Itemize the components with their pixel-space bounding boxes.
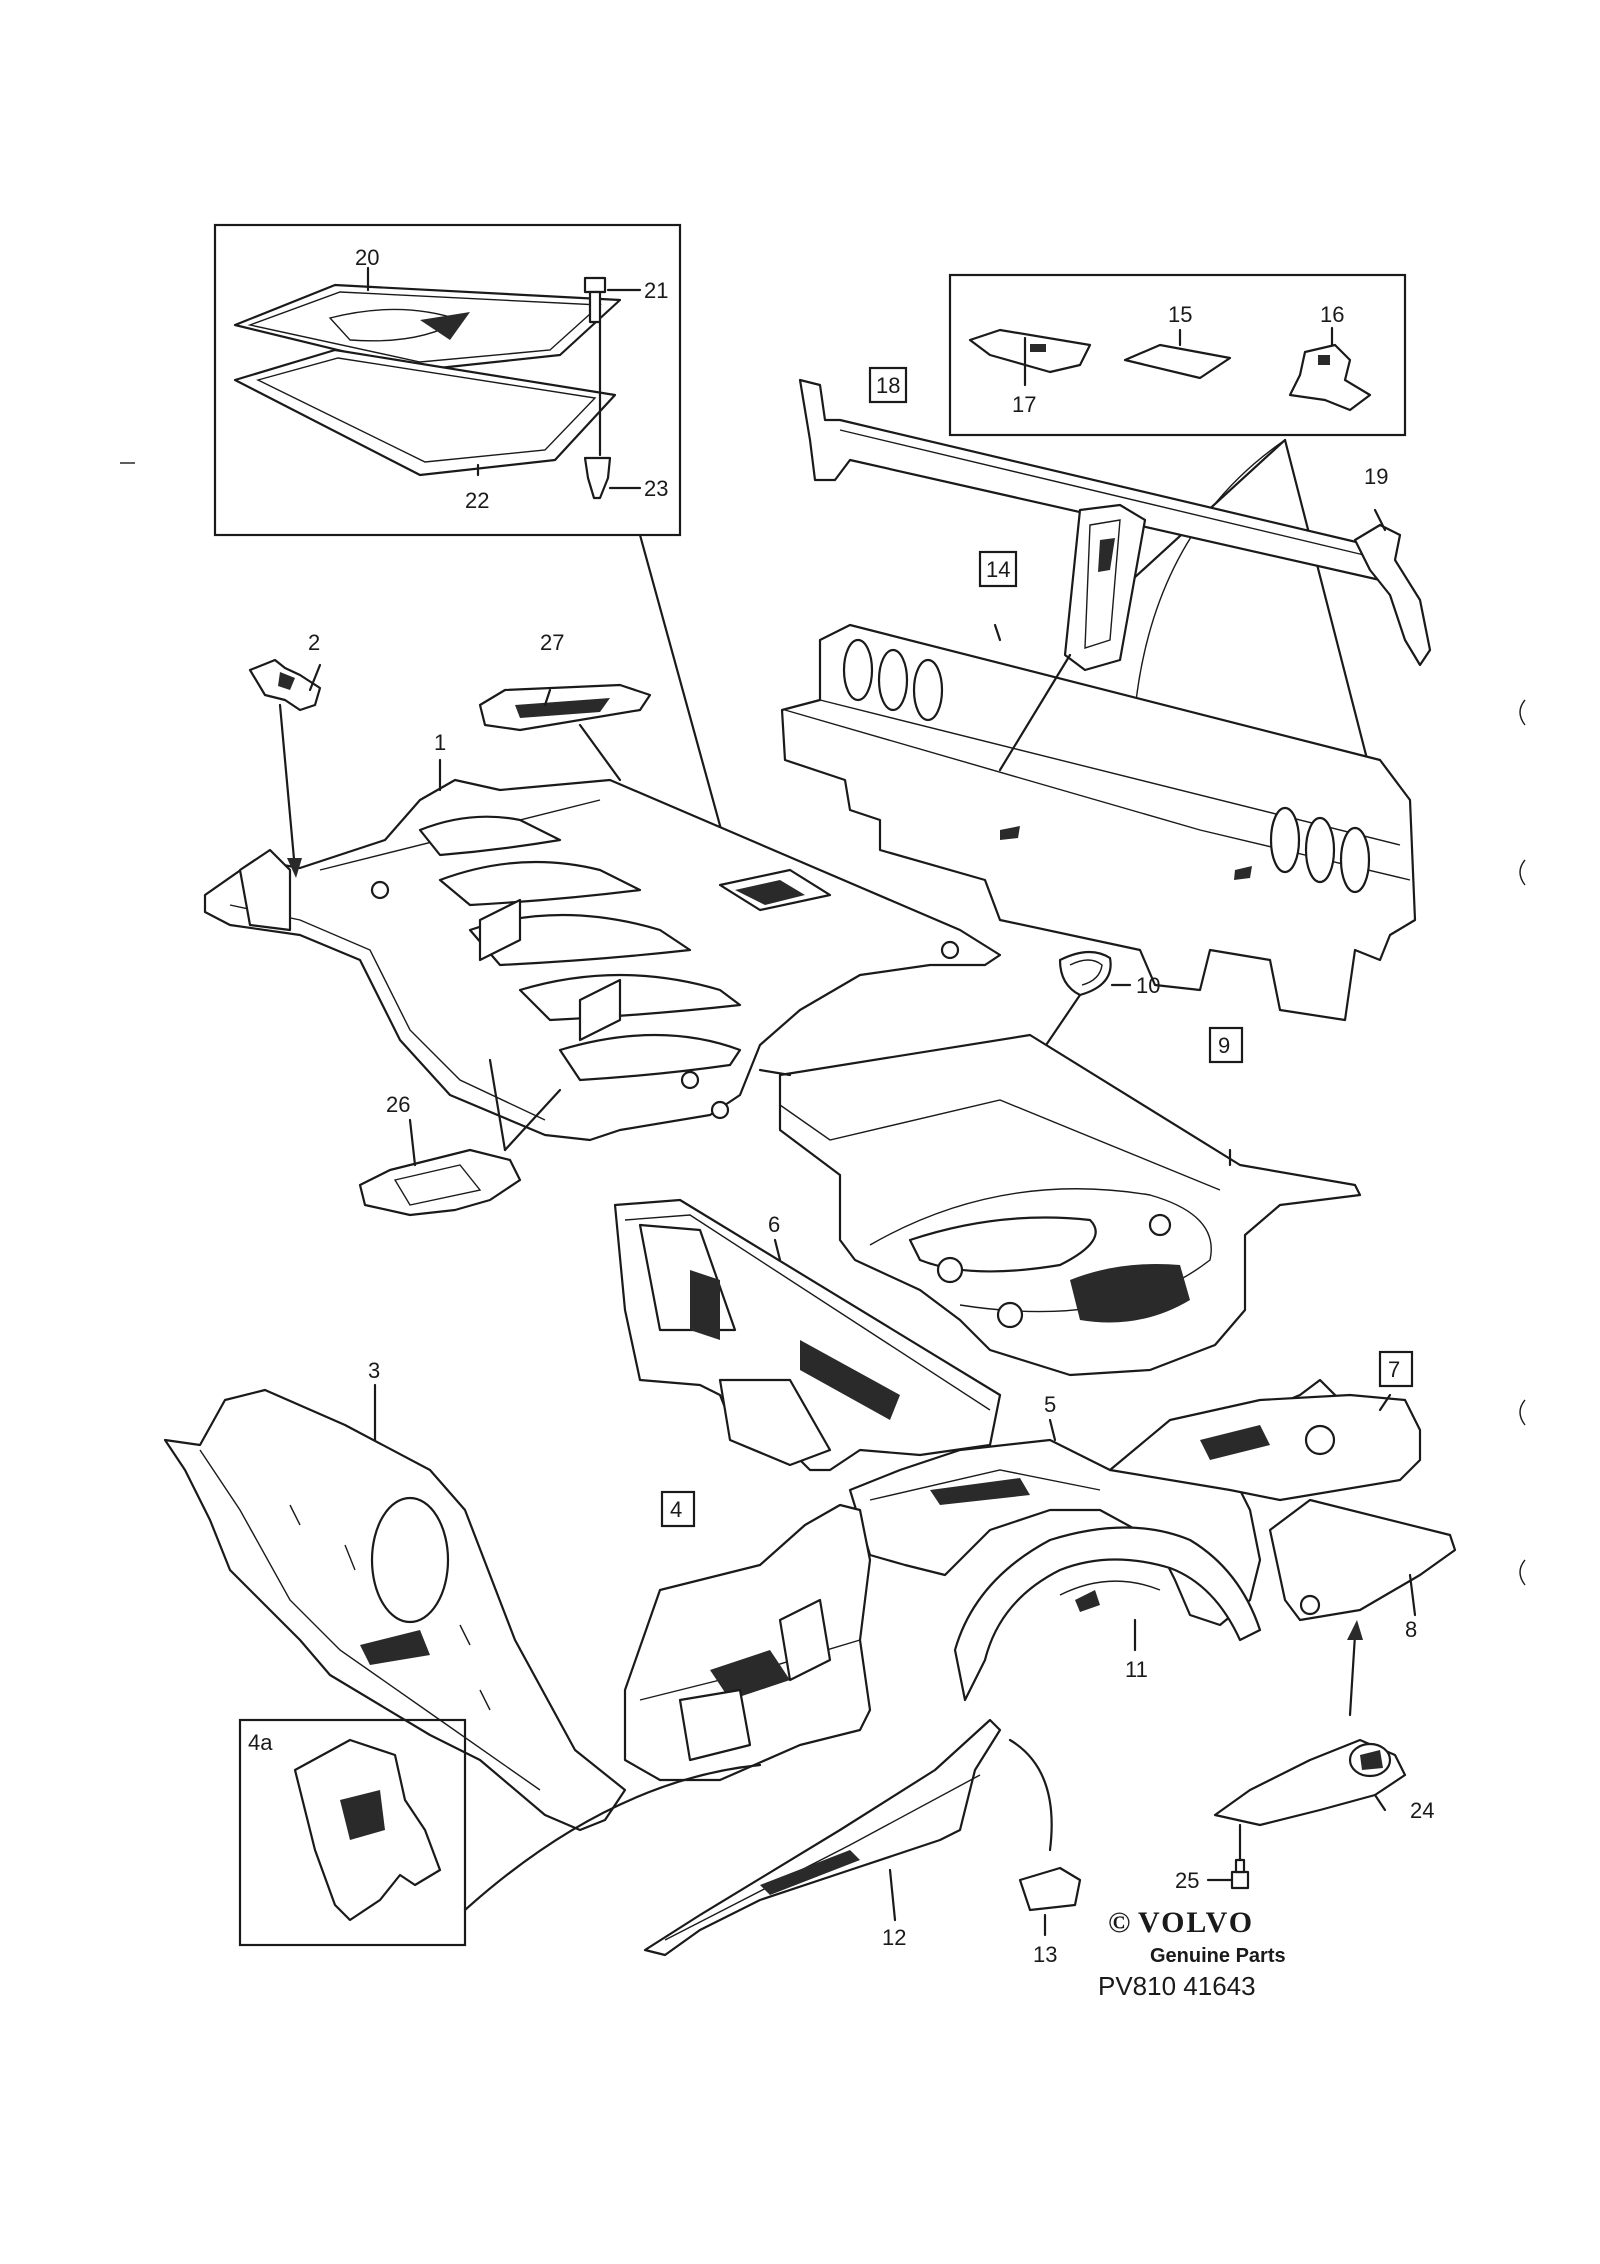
part-14-rear-panel	[780, 623, 1417, 1022]
part-8-panel	[1268, 1498, 1457, 1622]
part-13-cap	[1018, 1866, 1082, 1912]
leader-27	[543, 688, 552, 707]
part-17-bracket	[968, 328, 1092, 374]
arrow-4a	[463, 1763, 762, 1912]
label-22: 22	[465, 488, 489, 513]
leader-2	[308, 663, 322, 692]
label-3: 3	[368, 1358, 380, 1383]
label-9: 9	[1218, 1033, 1230, 1058]
label-10: 10	[1136, 973, 1160, 998]
brand-block: © VOLVO Genuine Parts PV810 41643	[1098, 1906, 1286, 2001]
part-11-wheel-arch	[953, 1526, 1262, 1702]
part-19-end-piece	[1353, 523, 1432, 667]
label-12: 12	[882, 1925, 906, 1950]
arrow-inset-to-floor	[638, 533, 737, 882]
label-4a: 4a	[248, 1730, 273, 1755]
label-13: 13	[1033, 1942, 1057, 1967]
leader-26	[408, 1118, 417, 1167]
arrow-8	[1348, 1633, 1357, 1717]
label-box-14	[978, 550, 1018, 588]
part-10-grommet	[1058, 950, 1112, 997]
leader-6	[773, 1238, 782, 1262]
label-26: 26	[386, 1092, 410, 1117]
label-20: 20	[355, 245, 379, 270]
inset-box-floor-hatch	[213, 223, 682, 537]
label-24: 24	[1410, 1798, 1434, 1823]
inset-box-brackets	[948, 273, 1407, 437]
part-26-bracket	[358, 1148, 522, 1217]
arrow-brackets-b	[1283, 438, 1377, 792]
part-15-plate	[1123, 343, 1232, 380]
arrow-2	[278, 703, 297, 872]
label-15: 15	[1168, 302, 1192, 327]
part-24-bracket	[1213, 1738, 1407, 1827]
label-box-9	[1208, 1026, 1244, 1064]
leader-8	[1408, 1573, 1417, 1617]
part-4a-reinforcement	[293, 1738, 442, 1922]
label-18: 18	[876, 373, 900, 398]
label-box-7	[1378, 1350, 1414, 1388]
label-6: 6	[768, 1212, 780, 1237]
brand-subtitle: Genuine Parts	[1150, 1945, 1286, 1967]
label-2: 2	[308, 630, 320, 655]
part-16-clip	[1288, 343, 1372, 412]
label-4: 4	[670, 1497, 682, 1522]
part-21-bolt	[583, 276, 642, 324]
part-23-plug	[583, 456, 642, 500]
label-21: 21	[644, 278, 668, 303]
leader-14	[993, 623, 1002, 642]
floor-joint	[758, 1068, 792, 1077]
part-2-clip	[248, 658, 322, 712]
part-1-side-bracket	[238, 848, 292, 932]
label-16: 16	[1320, 302, 1344, 327]
copyright-symbol: ©	[1108, 1906, 1132, 1939]
margin-mark	[1519, 1399, 1526, 1426]
part-18-cross-member	[798, 378, 1402, 672]
part-7-panel	[1108, 1393, 1422, 1502]
part-6-sill-member	[613, 1198, 1002, 1472]
part-27-plate	[478, 683, 652, 732]
label-17: 17	[1012, 392, 1036, 417]
diagram-code: PV810 41643	[1098, 1971, 1256, 2001]
margin-mark	[1519, 859, 1526, 886]
label-7: 7	[1388, 1357, 1400, 1382]
margin-mark	[1519, 699, 1526, 726]
arrow-14	[998, 653, 1072, 772]
arrow-26-b	[503, 1088, 562, 1152]
part-12-sill	[643, 1718, 1002, 1957]
arrow-26-a	[488, 1058, 507, 1152]
leader-7	[1378, 1393, 1392, 1412]
label-25: 25	[1175, 1868, 1199, 1893]
part-9-rear-floor	[778, 1033, 1362, 1377]
part-20-hatch-cover	[233, 283, 622, 372]
part-22-gasket	[233, 348, 617, 477]
label-11: 11	[1125, 1657, 1148, 1682]
arrow-27	[578, 723, 622, 782]
leader-19	[1373, 508, 1387, 532]
label-box-18	[868, 366, 908, 404]
brand-name: VOLVO	[1138, 1906, 1254, 1939]
label-27: 27	[540, 630, 564, 655]
leader-5	[1048, 1418, 1057, 1442]
label-14: 14	[986, 557, 1010, 582]
label-19: 19	[1364, 464, 1388, 489]
leader-12	[888, 1868, 897, 1922]
label-box-4	[660, 1490, 696, 1528]
label-5: 5	[1044, 1392, 1056, 1417]
label-8: 8	[1405, 1617, 1417, 1642]
label-1: 1	[434, 730, 446, 755]
part-25-bolt	[1206, 1858, 1250, 1890]
inset-box-4a	[238, 1718, 467, 1947]
arrow-12	[1008, 1738, 1053, 1852]
part-4-panel	[623, 1503, 872, 1782]
leader-24	[1373, 1793, 1387, 1812]
label-23: 23	[644, 476, 668, 501]
part-3-side-panel	[163, 1388, 627, 1832]
margin-mark	[1519, 1559, 1526, 1586]
